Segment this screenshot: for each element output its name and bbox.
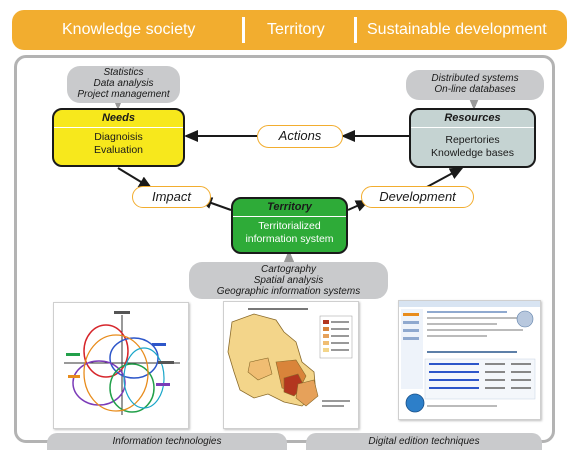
arrow-icon — [117, 167, 153, 190]
resources-line: Knowledge bases — [431, 147, 514, 159]
development-oval: Development — [361, 186, 474, 208]
footer-digital-edition: Digital edition techniques — [306, 433, 542, 450]
banner-sustainable-development: Sustainable development — [367, 21, 547, 38]
cartography-pill: Cartography Spatial analysis Geographic … — [189, 262, 388, 299]
resources-box: Resources Repertories Knowledge bases — [409, 108, 536, 168]
banner-separator — [242, 17, 245, 43]
banner-separator — [354, 17, 357, 43]
methods-pill: Statistics Data analysis Project managem… — [67, 66, 180, 103]
territory-box: Territory Territorialized information sy… — [231, 197, 348, 254]
arrow-icon — [424, 167, 464, 189]
webpage-thumbnail — [398, 300, 541, 420]
banner-territory: Territory — [267, 21, 325, 38]
webpage-image — [399, 301, 540, 419]
resources-line: Repertories — [445, 134, 500, 146]
choropleth-map-image — [227, 308, 353, 407]
pill-line: Statistics — [103, 67, 144, 78]
actions-oval: Actions — [257, 125, 343, 148]
needs-line: Diagnoisis — [94, 131, 143, 143]
territory-title: Territory — [233, 199, 346, 217]
network-diagram-image — [64, 311, 180, 415]
resources-title: Resources — [411, 110, 534, 128]
pill-line: Geographic information systems — [216, 286, 361, 297]
needs-title: Needs — [54, 110, 183, 128]
map-thumbnail — [223, 301, 359, 429]
territory-line: Territorialized — [258, 220, 321, 232]
needs-line: Evaluation — [93, 144, 144, 156]
systems-pill: Distributed systems On-line databases — [406, 70, 544, 100]
pill-line: Project management — [77, 89, 170, 100]
top-banner: Knowledge society Territory Sustainable … — [12, 10, 567, 50]
impact-oval: Impact — [132, 186, 211, 208]
footer-information-technologies: Information technologies — [47, 433, 287, 450]
pill-line: Cartography — [260, 264, 317, 275]
network-diagram-thumbnail — [53, 302, 189, 429]
banner-knowledge-society: Knowledge society — [62, 21, 196, 38]
pill-line: Spatial analysis — [253, 275, 324, 286]
territory-line: information system — [245, 233, 334, 245]
needs-box: Needs Diagnoisis Evaluation — [52, 108, 185, 167]
pill-line: On-line databases — [434, 84, 516, 95]
pill-line: Distributed systems — [431, 73, 519, 84]
pill-line: Data analysis — [93, 78, 154, 89]
